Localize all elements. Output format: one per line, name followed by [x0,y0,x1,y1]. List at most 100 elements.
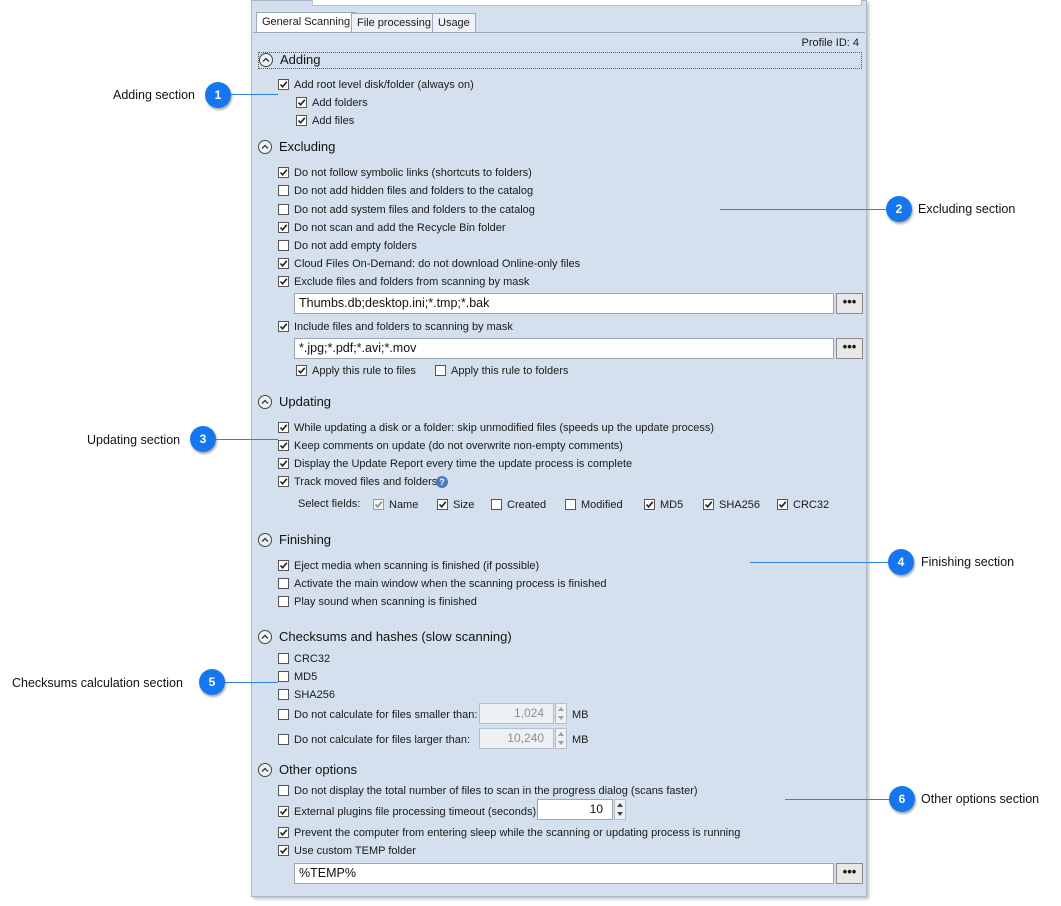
checkbox-label: Do not add system files and folders to t… [294,204,535,216]
checkbox-box[interactable] [278,827,289,838]
checkbox-box[interactable] [435,365,446,376]
checkbox-box[interactable] [278,596,289,607]
timeout-input[interactable]: 10 [537,799,613,820]
checkbox-box[interactable] [278,653,289,664]
checkmark-icon [279,808,288,816]
collapse-icon[interactable] [258,630,272,644]
checkbox-box[interactable] [703,499,714,510]
checkbox-box[interactable] [777,499,788,510]
section-checksums-header[interactable]: Checksums and hashes (slow scanning) [258,629,862,648]
callout-label-3: Updating section [87,433,181,447]
include-mask-browse-button[interactable]: ••• [836,338,863,359]
checkbox-label: Track moved files and folders [294,476,438,488]
checkbox-box[interactable] [278,560,289,571]
checkbox-box[interactable] [278,258,289,269]
larger-than-stepper[interactable] [555,728,567,749]
checkbox-label: Do not scan and add the Recycle Bin fold… [294,222,506,234]
callout-line-4 [750,562,888,563]
checkbox-label: Add root level disk/folder (always on) [294,79,474,91]
section-title: Finishing [279,532,332,547]
checkbox-label: Prevent the computer from entering sleep… [294,827,741,839]
checkbox-box[interactable] [644,499,655,510]
checkbox-box[interactable] [491,499,502,510]
tab-file-processing[interactable]: File processing [351,13,437,32]
checkbox-box[interactable] [278,671,289,682]
checkbox-box[interactable] [437,499,448,510]
checkbox-box[interactable] [278,689,289,700]
exclude-mask-browse-button[interactable]: ••• [836,293,863,314]
callout-label-4: Finishing section [921,555,1015,569]
collapse-icon[interactable] [258,395,272,409]
checkmark-icon [279,829,288,837]
callout-badge-6: 6 [889,786,915,812]
section-title: Checksums and hashes (slow scanning) [279,629,512,644]
collapse-icon[interactable] [259,53,273,67]
section-title: Excluding [279,139,336,154]
callout-badge-4: 4 [888,549,914,575]
checkbox-box[interactable] [278,240,289,251]
checkbox-box[interactable] [278,167,289,178]
collapse-icon[interactable] [258,763,272,777]
checkbox-box[interactable] [278,204,289,215]
checkbox-label: CRC32 [294,653,331,665]
checkbox-label: Keep comments on update (do not overwrit… [294,440,623,452]
collapse-icon[interactable] [258,140,272,154]
checkbox-box[interactable] [565,499,576,510]
section-excluding-header[interactable]: Excluding [258,139,862,158]
smaller-than-stepper[interactable] [555,703,567,724]
checkbox-label: MD5 [294,671,318,683]
checkmark-icon [279,562,288,570]
checkbox-box[interactable] [296,365,307,376]
checkmark-icon [279,224,288,232]
checkbox-box[interactable] [278,458,289,469]
select-fields-label: Select fields: [298,498,361,510]
checkbox-box[interactable] [278,806,289,817]
checkbox-box[interactable] [278,709,289,720]
timeout-stepper[interactable] [614,799,626,820]
checkmark-icon [297,367,306,375]
checkbox-label: MD5 [660,499,684,511]
checkbox-box[interactable] [278,185,289,196]
callout-line-5 [225,682,278,683]
checkbox-box[interactable] [278,578,289,589]
callout-badge-5: 5 [199,669,225,695]
section-title: Updating [279,394,332,409]
smaller-than-input[interactable]: 1,024 [479,703,554,724]
collapse-icon[interactable] [258,533,272,547]
tab-usage[interactable]: Usage [432,13,476,32]
checkbox-box[interactable] [278,276,289,287]
checkbox-box[interactable] [278,79,289,90]
checkbox-box[interactable] [278,734,289,745]
section-other-header[interactable]: Other options [258,762,862,781]
section-updating-header[interactable]: Updating [258,394,862,413]
callout-badge-2: 2 [886,196,912,222]
checkbox-box[interactable] [278,476,289,487]
checkbox-label: SHA256 [294,689,335,701]
checkbox-label: Add files [312,115,355,127]
checkbox-box[interactable] [278,785,289,796]
section-adding-header[interactable]: Adding [258,52,862,69]
checkbox-label: Do not display the total number of files… [294,785,698,797]
checkbox-box[interactable] [278,422,289,433]
exclude-mask-input[interactable]: Thumbs.db;desktop.ini;*.tmp;*.bak [294,293,834,314]
checkbox-box[interactable] [296,97,307,108]
section-finishing-header[interactable]: Finishing [258,532,862,551]
checkbox-box[interactable] [296,115,307,126]
temp-folder-browse-button[interactable]: ••• [836,863,863,884]
checkmark-icon [297,117,306,125]
checkbox-box[interactable] [278,440,289,451]
callout-line-3 [216,439,278,440]
callout-label-6: Other options section [921,792,1040,806]
checkbox-box[interactable] [278,321,289,332]
smaller-unit: MB [572,709,589,721]
include-mask-input[interactable]: *.jpg;*.pdf;*.avi;*.mov [294,338,834,359]
help-icon[interactable]: ? [436,476,448,488]
checkbox-box[interactable] [278,845,289,856]
checkmark-icon [374,501,383,509]
temp-folder-input[interactable]: %TEMP% [294,863,834,884]
larger-unit: MB [572,734,589,746]
tab-general-scanning[interactable]: General Scanning [256,12,357,33]
checkbox-label: Exclude files and folders from scanning … [294,276,530,288]
checkbox-box[interactable] [278,222,289,233]
larger-than-input[interactable]: 10,240 [479,728,554,749]
